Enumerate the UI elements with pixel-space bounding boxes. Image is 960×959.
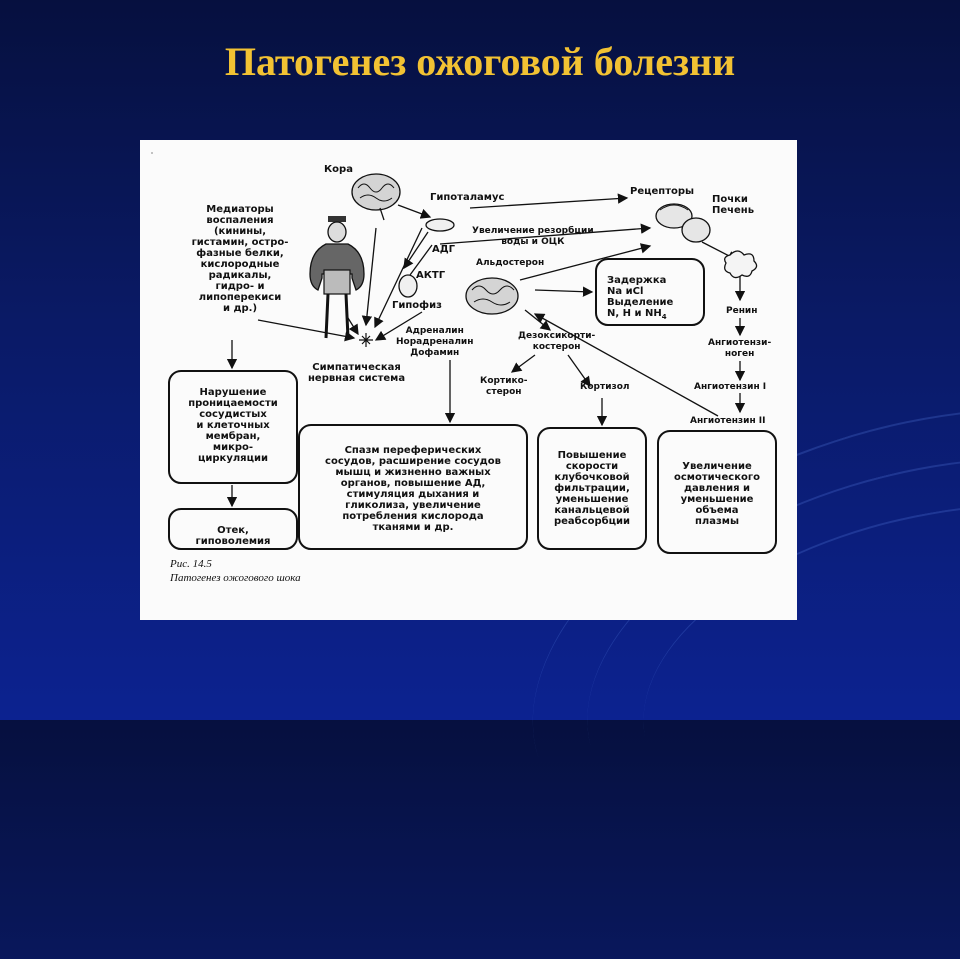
arrow-deoxy-corticosterone [510,354,536,373]
receptors-kidney-icon [655,203,711,243]
cortex-brain-icon [351,173,401,221]
arrow-adrenal-sympathetic [374,311,423,341]
label-cortex: Кора [324,164,353,175]
label-catecholamines: Адреналин Норадреналин Дофамин [396,326,474,358]
box-edema-text: Отек, гиповолемия [195,525,271,547]
adrenal-brain-icon [465,277,519,315]
arrow-cortex-hypothalamus [397,204,432,219]
sympathetic-burst-icon [359,333,373,347]
arrow-hypothalamus-receptors [469,193,629,209]
arrow-adrenal-deoxy [524,309,552,331]
box-osmotic: Увеличение осмотического давления и умен… [657,430,777,554]
figure-caption-number: Рис. 14.5 [170,558,212,570]
label-renin: Ренин [726,306,758,316]
label-angiotensin-2: Ангиотензин II [690,416,766,426]
label-deoxycorticosterone: Дезоксикорти- костерон [518,331,596,352]
box-filtration: Повышение скорости клубочковой фильтраци… [537,427,647,550]
arrow-deoxy-cortisol [567,354,591,388]
label-cortisol: Кортизол [580,382,630,392]
arrow-hypothalamus-adh [403,231,429,270]
box-permeability-text: Нарушение проницаемости сосудистых и кле… [188,387,278,464]
label-angiotensin-1: Ангиотензин I [694,382,767,392]
arrow-aldosterone [519,243,652,281]
arrow-person-sympathetic [347,317,359,336]
label-receptors: Рецепторы [630,186,695,197]
label-pituitary: Гипофиз [392,300,442,311]
figure-caption-text: Патогенез ожогового шока [170,572,301,584]
arrow-reabsorption [439,223,652,245]
arrow-mediators-sympathetic [257,319,356,342]
slide-title: Патогенез ожоговой болезни [224,39,736,84]
box-retention: Задержка Na иCl Выделение N, H и NH4 [595,258,705,326]
box-retention-text: Задержка Na иCl Выделение N, H и NH [607,275,674,319]
label-adh: АДГ [432,244,456,255]
pathogenesis-diagram: Кора Гипоталамус Рецепторы Почки Печень … [140,140,797,620]
kidney-organ-icon [724,250,758,279]
label-sympathetic: Симпатическая нервная система [308,362,406,384]
label-kidneys-liver: Почки Печень [712,194,755,216]
box-osmotic-text: Увеличение осмотического давления и умен… [674,461,760,527]
person-figure-icon [309,216,365,339]
label-aldosterone: Альдостерон [476,258,545,268]
box-spasm: Спазм переферических сосудов, расширение… [298,424,528,550]
box-spasm-text: Спазм переферических сосудов, расширение… [325,445,501,533]
arrow-cortex-sympathetic [361,227,377,327]
hypothalamus-icon [425,218,455,232]
box-filtration-text: Повышение скорости клубочковой фильтраци… [553,450,631,527]
label-reabsorption: Увеличение резорбции воды и ОЦК [472,226,594,247]
box-permeability: Нарушение проницаемости сосудистых и кле… [168,370,298,484]
arrow-adrenal-retention [534,286,594,297]
box-edema: Отек, гиповолемия [168,508,298,550]
box-retention-subscript: 4 [661,313,667,321]
diagram-arrows [151,152,758,508]
arrow-a2-adrenal [533,313,719,417]
label-angiotensinogen: Ангиотензи- ноген [708,338,772,359]
label-actg: АКТГ [416,270,446,281]
arrow-hypothalamus-sympathetic [374,227,423,329]
label-mediators: Медиаторы воспаления (кинины, гистамин, … [191,204,289,314]
label-corticosterone: Кортико- стерон [480,376,528,397]
label-hypothalamus: Гипоталамус [430,192,505,203]
pituitary-gland-icon [398,244,433,298]
